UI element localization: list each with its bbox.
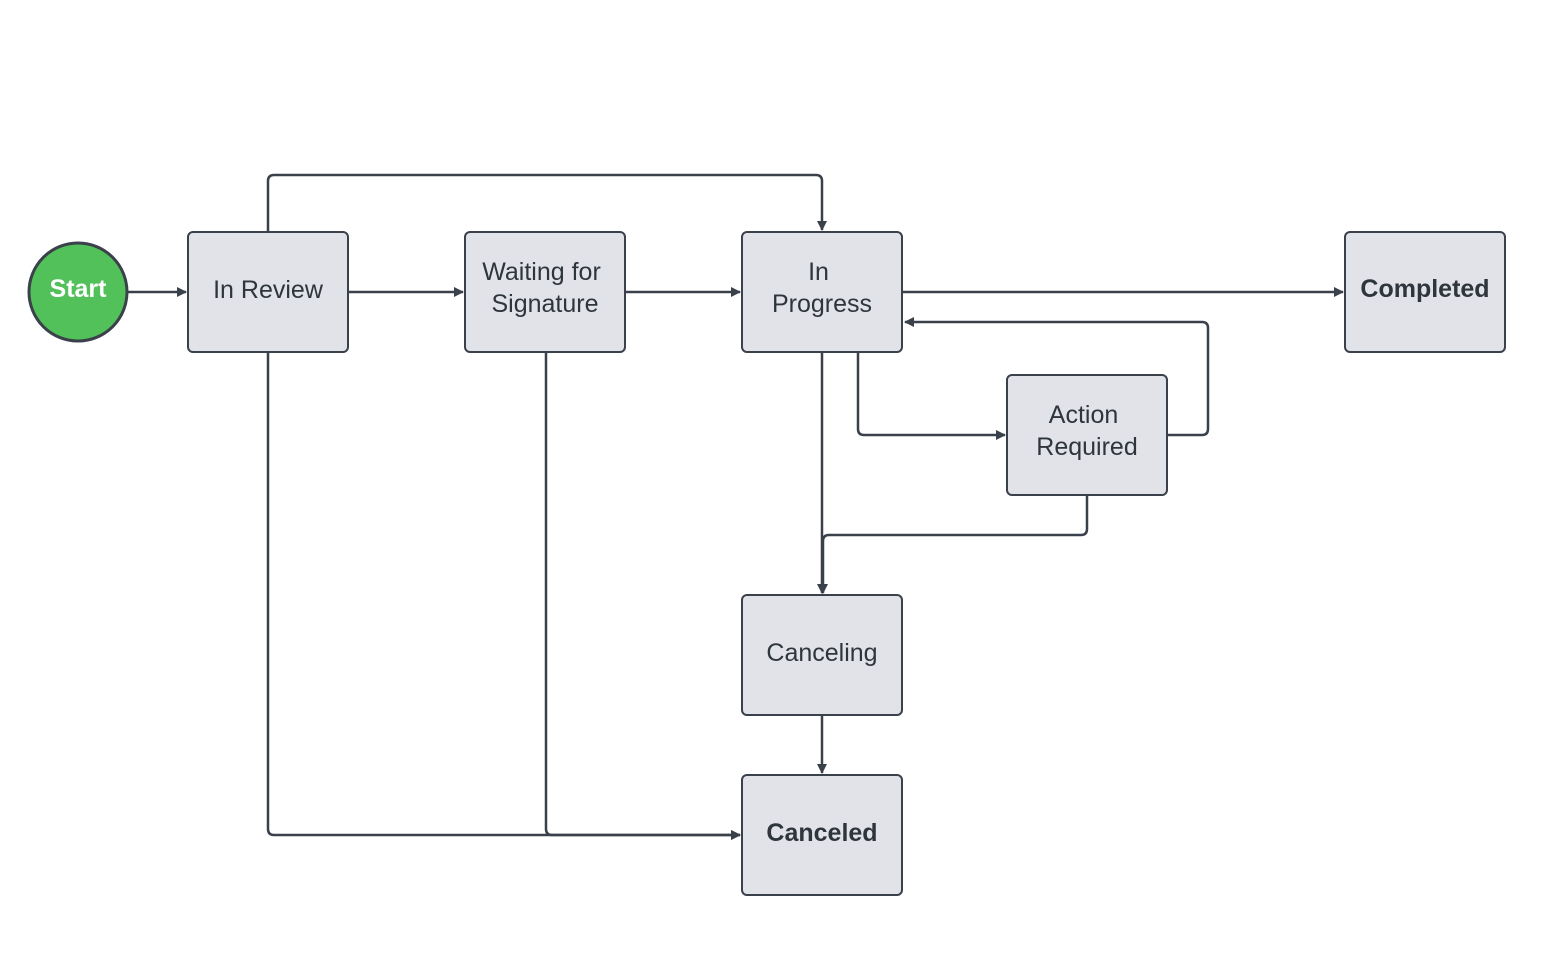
in-progress-label: In Progress [772, 258, 872, 318]
completed-box [1344, 231, 1506, 353]
node-canceling[interactable]: Canceling [741, 594, 903, 716]
edge-action-required-to-in-progress[interactable] [904, 317, 1210, 437]
action-required-line-2: Required [1036, 433, 1137, 461]
node-waiting-for-signature[interactable]: Waiting for Signature [464, 231, 626, 353]
in-progress-line-2: Progress [772, 290, 872, 318]
action-required-label: Action Required [1036, 401, 1137, 461]
node-in-review[interactable]: In Review [187, 231, 349, 353]
canceled-label: Canceled [766, 819, 877, 847]
node-completed[interactable]: Completed [1344, 231, 1506, 353]
waiting-for-signature-label: Waiting for Signature [482, 258, 608, 318]
completed-label: Completed [1360, 275, 1489, 303]
canceling-box [741, 594, 903, 716]
in-progress-box [741, 231, 903, 353]
node-in-progress[interactable]: In Progress [741, 231, 903, 353]
waiting-for-signature-box [464, 231, 626, 353]
edge-in-review-to-canceled[interactable] [266, 352, 741, 840]
in-progress-line-1: In [808, 258, 829, 286]
node-canceled[interactable]: Canceled [741, 774, 903, 896]
in-review-box [187, 231, 349, 353]
in-review-label: In Review [213, 276, 324, 304]
start-label: Start [50, 275, 108, 303]
edge-waiting-for-signature-to-canceled[interactable] [544, 352, 741, 840]
waiting-for-signature-line-2: Signature [491, 290, 598, 318]
edge-in-progress-to-action-required[interactable] [856, 352, 1006, 440]
start-circle [27, 241, 129, 343]
canceling-label: Canceling [766, 639, 877, 667]
canceled-box [741, 774, 903, 896]
node-start[interactable]: Start [27, 241, 129, 343]
action-required-line-1: Action [1049, 401, 1118, 429]
waiting-for-signature-line-1: Waiting for [482, 258, 601, 286]
node-action-required[interactable]: Action Required [1006, 374, 1168, 496]
edge-action-required-to-canceling[interactable] [818, 495, 1089, 594]
edges [128, 173, 1344, 840]
action-required-box [1006, 374, 1168, 496]
edge-in-review-to-in-progress[interactable] [266, 173, 827, 232]
